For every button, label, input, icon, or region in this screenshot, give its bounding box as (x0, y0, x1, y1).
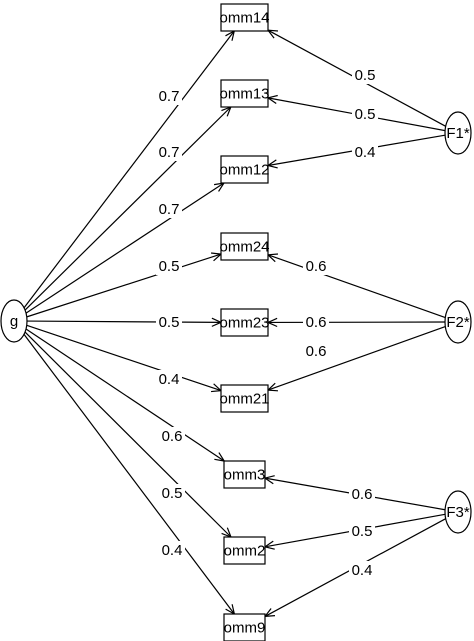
node-label: omm23 (219, 315, 269, 332)
node-label: F2* (446, 314, 470, 331)
edge-weight: 0.5 (352, 523, 373, 540)
edge-weight: 0.4 (355, 144, 376, 161)
edge-weight: 0.6 (306, 314, 327, 331)
edge-label-F3-omm9: 0.4 (349, 561, 375, 579)
edge-weight: 0.6 (352, 486, 373, 503)
edge-label-F1-omm14: 0.5 (352, 66, 378, 84)
latent-factor-f2: F2* (444, 300, 472, 344)
latent-factor-g: g (0, 299, 28, 343)
edge-labels-layer: 0.7 0.7 0.7 0.5 0.5 0.4 0.6 0.5 0.4 0.5 0.5 0.4 0.6 0… (156, 66, 378, 579)
latent-factor-f1: F1* (444, 111, 472, 155)
edge-label-F2-omm24: 0.6 (303, 257, 329, 275)
edge-g-omm3 (25, 328, 226, 462)
edge-F2-omm23 (266, 317, 446, 328)
indicator-omm12: omm12 (219, 155, 270, 184)
edge-g-omm13 (24, 105, 232, 311)
edge-label-F1-omm13: 0.5 (352, 105, 378, 123)
edge-weight: 0.7 (159, 201, 180, 218)
edge-label-g-omm14: 0.7 (156, 87, 182, 105)
node-label: F3* (446, 504, 470, 521)
node-label: omm2 (224, 543, 266, 560)
edge-weight: 0.5 (159, 258, 180, 275)
node-label: omm14 (219, 10, 269, 27)
node-label: omm9 (224, 620, 266, 637)
edge-F2-omm24 (266, 253, 446, 319)
indicator-omm23: omm23 (219, 308, 270, 337)
edge-label-F1-omm12: 0.4 (352, 143, 378, 161)
edge-weight: 0.4 (162, 542, 183, 559)
edge-label-g-omm21: 0.4 (156, 370, 182, 388)
edge-g-omm21 (26, 324, 223, 393)
edge-label-F3-omm2: 0.5 (349, 522, 375, 540)
node-label: omm12 (219, 162, 269, 179)
edge-g-omm2 (24, 331, 232, 539)
edge-label-g-omm3: 0.6 (159, 427, 185, 445)
edge-label-g-omm23: 0.5 (156, 313, 182, 331)
node-label: g (10, 313, 18, 330)
edge-weight: 0.5 (355, 67, 376, 84)
edge-g-omm23 (26, 317, 223, 327)
edge-F2-omm21 (266, 325, 446, 392)
edge-weight: 0.5 (355, 106, 376, 123)
indicator-omm13: omm13 (219, 79, 270, 108)
edge-label-g-omm2: 0.5 (159, 484, 185, 502)
edge-weight: 0.4 (159, 371, 180, 388)
indicator-omm2: omm2 (223, 536, 266, 565)
edge-label-g-omm12: 0.7 (156, 200, 182, 218)
edge-g-omm9 (23, 333, 236, 616)
edge-weight: 0.6 (306, 343, 327, 360)
edge-label-F3-omm3: 0.6 (349, 485, 375, 503)
indicator-omm24: omm24 (219, 232, 270, 261)
node-label: omm13 (219, 86, 269, 103)
edge-weight: 0.7 (159, 88, 180, 105)
edge-weight: 0.5 (162, 485, 183, 502)
latent-factor-f3: F3* (444, 490, 472, 534)
edge-weight: 0.7 (159, 144, 180, 161)
node-label: F1* (446, 125, 470, 142)
edge-label-g-omm13: 0.7 (156, 143, 182, 161)
node-label: omm21 (219, 391, 269, 408)
edge-label-g-omm9: 0.4 (159, 541, 185, 559)
edge-weight: 0.6 (306, 258, 327, 275)
edge-weight: 0.6 (162, 428, 183, 445)
node-label: omm3 (224, 467, 266, 484)
indicator-omm14: omm14 (219, 3, 270, 32)
indicator-omm21: omm21 (219, 384, 270, 413)
edge-g-omm14 (23, 29, 236, 309)
edge-weight: 0.5 (159, 314, 180, 331)
edge-label-F2-omm21: 0.6 (303, 342, 329, 360)
node-label: omm24 (219, 239, 269, 256)
edge-label-F2-omm23: 0.6 (303, 313, 329, 331)
edge-label-g-omm24: 0.5 (156, 257, 182, 275)
nodes-layer: g F1* F2* F3* omm14 omm13 omm12 omm24 omm23 omm21… (0, 3, 472, 641)
indicator-omm3: omm3 (223, 460, 266, 489)
edge-g-omm12 (25, 182, 226, 314)
edge-weight: 0.4 (352, 562, 373, 579)
edge-g-omm24 (26, 252, 223, 318)
indicator-omm9: omm9 (223, 613, 266, 641)
